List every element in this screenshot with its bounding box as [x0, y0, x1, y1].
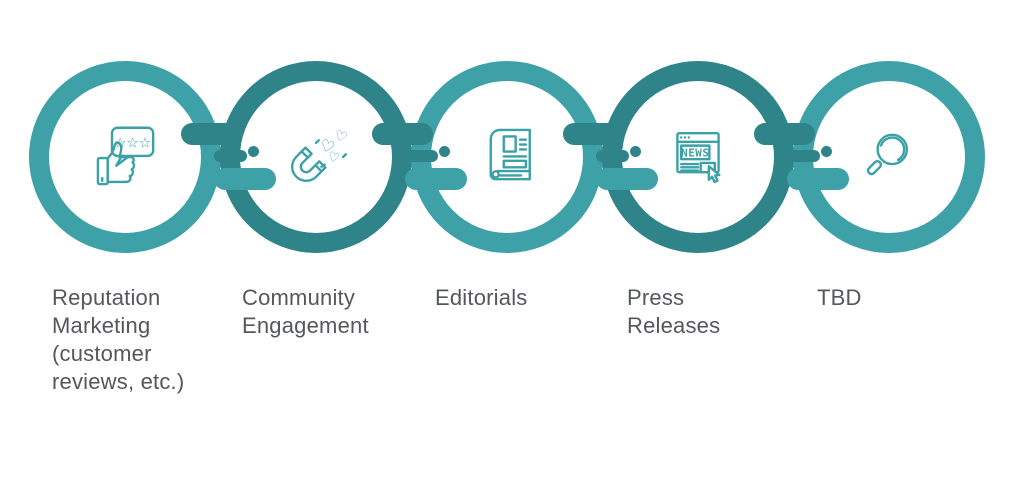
chain-node-tbd [793, 61, 985, 253]
chain-link-connector [563, 123, 663, 190]
node-label-press-releases: Press Releases [627, 285, 721, 338]
newspaper-icon [489, 128, 531, 181]
heart-icon: ♡ [317, 135, 337, 158]
heart-icon: ♡ [332, 127, 349, 146]
node-label-editorials: Editorials [435, 285, 528, 310]
connector-bar-mid [787, 150, 820, 162]
connector-dot [248, 146, 259, 157]
node-label-reputation-marketing: Reputation Marketing (customer reviews, … [52, 285, 185, 394]
node-label-tbd: TBD [817, 285, 862, 310]
heart-icon: ♡ [326, 149, 342, 167]
news-browser-icon: NEWS [676, 131, 721, 184]
magnifying-glass-icon [866, 133, 909, 176]
chain-node-press-releases: NEWS [602, 61, 794, 253]
connector-bar-top [563, 123, 624, 145]
cursor-arrow-icon [707, 165, 721, 184]
chain-link-connector [754, 123, 854, 190]
connector-bar-bottom [214, 168, 276, 190]
connector-bar-bottom [787, 168, 849, 190]
connector-bar-top [372, 123, 433, 145]
connector-bar-bottom [596, 168, 658, 190]
star-icon: ☆ [139, 135, 152, 151]
customer-review-icon: ☆ ☆ ☆ [96, 126, 155, 186]
chain-node-community-engagement: ♡ ♡ ♡ [220, 61, 412, 253]
node-label-community-engagement: Community Engagement [242, 285, 369, 338]
connector-bar-bottom [405, 168, 467, 190]
connector-bar-top [181, 123, 242, 145]
connector-dot [439, 146, 450, 157]
star-icon: ☆ [126, 135, 139, 151]
magnet-hearts-icon: ♡ ♡ ♡ [290, 127, 349, 183]
chain-link-connector [181, 123, 281, 190]
connector-dot [821, 146, 832, 157]
connector-bar-mid [405, 150, 438, 162]
connector-bar-mid [214, 150, 247, 162]
connector-dot [630, 146, 641, 157]
connector-bar-mid [596, 150, 629, 162]
news-label: NEWS [681, 146, 709, 159]
chain-node-reputation-marketing: ☆ ☆ ☆ [29, 61, 221, 253]
connector-bar-top [754, 123, 815, 145]
chain-link-connector [372, 123, 472, 190]
